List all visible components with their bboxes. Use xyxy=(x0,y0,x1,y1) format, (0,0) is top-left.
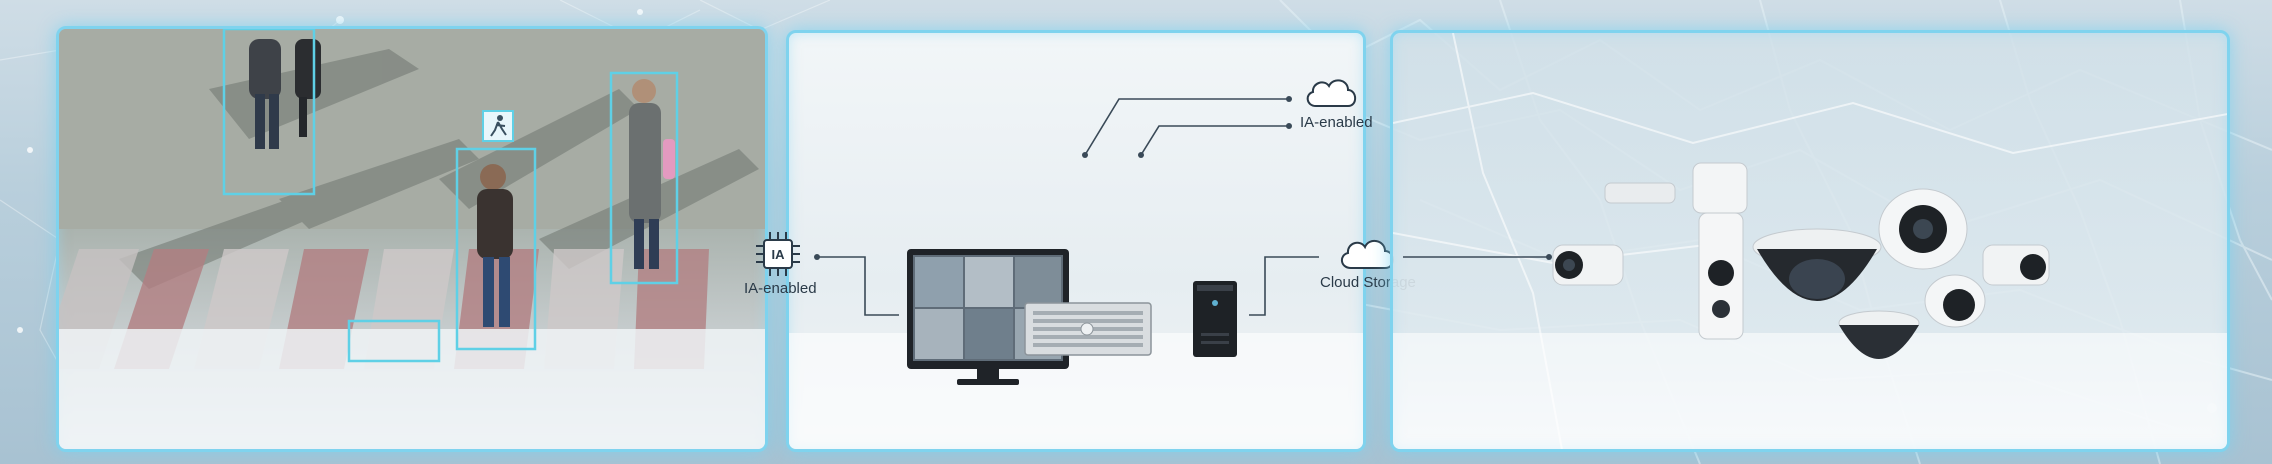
crosswalk-scene xyxy=(59,29,765,449)
ai-chip-text: IA xyxy=(772,247,786,262)
ia-enabled-label-top: IA-enabled xyxy=(1300,114,1373,131)
tower-pc-icon xyxy=(1193,281,1237,357)
cloud-storage-node xyxy=(1336,232,1398,274)
ia-enabled-label-left: IA-enabled xyxy=(744,280,817,297)
detection-box xyxy=(455,147,537,351)
ai-chip-node: IA xyxy=(752,228,804,280)
detection-box xyxy=(609,71,679,285)
cameras-panel xyxy=(1390,30,2230,452)
ai-chip-icon: IA xyxy=(756,232,800,276)
camera-lineup xyxy=(1393,33,2227,449)
scene-panel xyxy=(56,26,768,452)
pedestrian-icon xyxy=(482,110,514,142)
cloud-node-top xyxy=(1302,72,1360,112)
detection-box xyxy=(222,29,316,196)
recording-panel xyxy=(786,30,1366,452)
detection-box xyxy=(347,319,441,363)
nvr-icon xyxy=(1024,302,1152,356)
camera-icon xyxy=(1552,162,2050,359)
cloud-icon xyxy=(1306,79,1357,107)
cloud-icon xyxy=(1341,239,1394,269)
recording-devices xyxy=(789,96,1363,449)
